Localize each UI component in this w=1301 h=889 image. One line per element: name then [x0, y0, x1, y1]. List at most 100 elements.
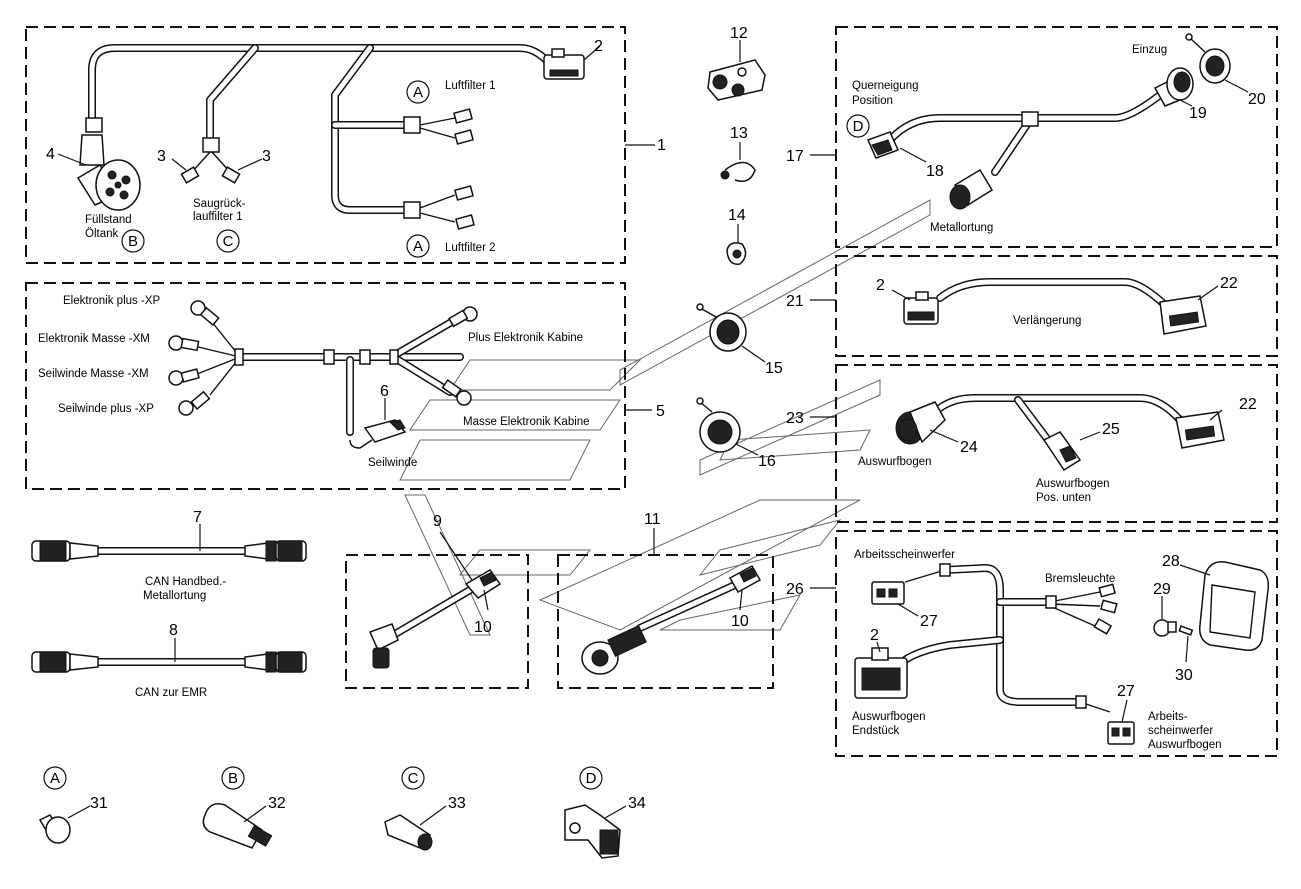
callout-31: 31 — [90, 795, 108, 812]
box-9 — [345, 554, 529, 689]
sleeve — [389, 349, 399, 365]
cap-20 — [1185, 33, 1231, 84]
marker-a-text: A — [413, 84, 423, 101]
sleeve — [1075, 695, 1087, 709]
callout-19: 19 — [1189, 105, 1207, 122]
callout-20: 20 — [1248, 91, 1266, 108]
ring-terminals — [168, 300, 478, 416]
callout-24: 24 — [960, 439, 978, 456]
label-elektronik-masse: Elektronik Masse -XM — [38, 333, 150, 345]
callout-2: 2 — [876, 277, 885, 294]
connector-2 — [543, 48, 585, 80]
box-1 — [25, 26, 626, 264]
label-scheinwerfer: scheinwerfer — [1148, 725, 1213, 737]
callout-26: 26 — [786, 581, 804, 598]
label-seilwinde: Seilwinde — [368, 457, 417, 469]
label-arbeitsscheinwerfer: Arbeitsscheinwerfer — [854, 549, 955, 561]
part-13-clamp: 13 — [720, 125, 756, 182]
group-1-harness: 2 4 3 3 1 A Luftfilter 1 A Luftfilter 2 … — [25, 26, 666, 264]
callout-10: 10 — [731, 613, 749, 630]
label-einzug: Einzug — [1132, 44, 1167, 56]
marker-b-text: B — [128, 233, 138, 250]
label-luftfilter-2: Luftfilter 2 — [445, 242, 496, 254]
spade-terminals — [1093, 583, 1118, 635]
marker-c-text: C — [223, 233, 234, 250]
label-auswurfbogen-aw: Auswurfbogen — [1148, 739, 1222, 751]
connector-2 — [854, 647, 908, 699]
group-11-cable: 11 10 — [557, 511, 774, 689]
marker-d — [846, 114, 870, 138]
marker-c — [216, 229, 240, 253]
callout-3: 3 — [262, 148, 271, 165]
sleeve — [323, 349, 335, 365]
sleeve — [359, 349, 371, 365]
marker-d-text: D — [586, 770, 597, 787]
group-9-cable: 9 10 — [345, 513, 529, 689]
marker-b-text: B — [228, 770, 238, 787]
callout-2: 2 — [870, 627, 879, 644]
callout-8: 8 — [169, 622, 178, 639]
round-socket-4 — [76, 134, 141, 211]
sleeve — [202, 137, 220, 153]
spade-terminal — [180, 166, 200, 184]
spade-terminal — [453, 108, 473, 124]
connector-22 — [1159, 295, 1207, 335]
label-can-handbed: CAN Handbed.- — [145, 576, 226, 588]
callout-33: 33 — [448, 795, 466, 812]
callout-32: 32 — [268, 795, 286, 812]
pin-30 — [1178, 625, 1194, 636]
callout-14: 14 — [728, 207, 746, 224]
part-16-socket: 16 — [696, 397, 776, 470]
connector-2 — [903, 291, 939, 325]
can-cable-7: 7 CAN Handbed.- Metallortung — [31, 509, 307, 602]
label-masse-elektronik-kabine: Masse Elektronik Kabine — [463, 416, 590, 428]
callout-15: 15 — [765, 360, 783, 377]
sensor-31: A 31 — [38, 766, 108, 844]
callout-6: 6 — [380, 383, 389, 400]
callout-21: 21 — [786, 293, 804, 310]
callout-13: 13 — [730, 125, 748, 142]
connector-6 — [363, 419, 407, 443]
callout-2: 2 — [594, 38, 603, 55]
callout-22: 22 — [1220, 275, 1238, 292]
spade-terminal — [454, 185, 474, 201]
connector-25 — [1042, 431, 1082, 472]
label-metallortung-7: Metallortung — [143, 590, 206, 602]
spade-terminal — [455, 214, 475, 230]
group-21-extension: 2 22 21 Verlängerung — [786, 255, 1278, 357]
label-bremsleuchte: Bremsleuchte — [1045, 573, 1115, 585]
connector-27 — [871, 581, 905, 605]
label-querneigung: Querneigung — [852, 80, 919, 92]
label-endstueck: Endstück — [852, 725, 900, 737]
marker-a-text: A — [50, 770, 60, 787]
connector-27 — [1107, 721, 1135, 745]
group-17-harness: 18 19 20 17 Querneigung Position D Einzu… — [786, 26, 1278, 248]
marker-a — [406, 234, 430, 258]
label-oeltank: Öltank — [85, 228, 118, 240]
label-auswurfbogen: Auswurfbogen — [858, 456, 932, 468]
label-seilwinde-plus: Seilwinde plus -XP — [58, 403, 154, 415]
label-lauffilter: lauffilter 1 — [193, 211, 243, 223]
box-11 — [557, 554, 774, 689]
callout-3: 3 — [157, 148, 166, 165]
sensor-33: C 33 — [384, 766, 466, 851]
callout-17: 17 — [786, 148, 804, 165]
connector-22 — [1175, 411, 1225, 449]
callout-34: 34 — [628, 795, 646, 812]
sleeve — [939, 563, 951, 577]
label-seilwinde-masse: Seilwinde Masse -XM — [38, 368, 149, 380]
box-5 — [25, 282, 626, 490]
sleeve — [403, 116, 421, 134]
part-12: 12 — [707, 25, 766, 101]
label-pos-unten: Pos. unten — [1036, 492, 1091, 504]
callout-22: 22 — [1239, 396, 1257, 413]
spade-terminal — [454, 129, 474, 145]
callout-25: 25 — [1102, 421, 1120, 438]
label-luftfilter-1: Luftfilter 1 — [445, 80, 496, 92]
callout-1: 1 — [657, 137, 666, 154]
callout-9: 9 — [433, 513, 442, 530]
callout-4: 4 — [46, 146, 55, 163]
connector-19 — [1153, 67, 1194, 107]
group-5-harness: 6 5 Elektronik plus -XP Elektronik Masse… — [25, 282, 665, 490]
callout-29: 29 — [1153, 581, 1171, 598]
